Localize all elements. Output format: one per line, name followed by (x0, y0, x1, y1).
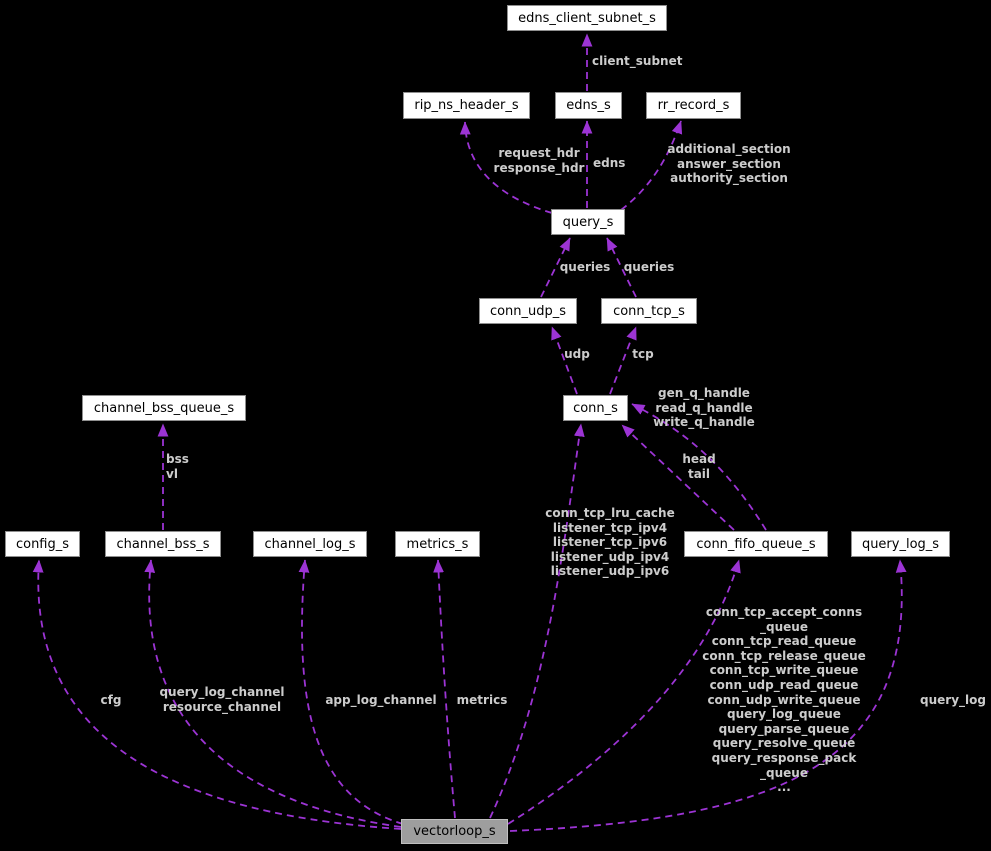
edge-label-udp: udp (564, 347, 590, 361)
edge-vectorloop-to-channel-bss (144, 559, 402, 828)
node-conn-fifo-queue-s[interactable]: conn_fifo_queue_s (684, 531, 828, 557)
node-rr-record-s[interactable]: rr_record_s (646, 92, 741, 119)
node-metrics-s[interactable]: metrics_s (395, 531, 480, 557)
edge-label-sections: additional_section answer_section author… (667, 142, 791, 186)
edge-vectorloop-to-conn (489, 423, 585, 819)
edge-label-queues: conn_tcp_accept_conns _queue conn_tcp_re… (702, 605, 866, 795)
node-query-s[interactable]: query_s (551, 209, 625, 235)
edge-label-tcp: tcp (632, 347, 654, 361)
edge-label-listeners: conn_tcp_lru_cache listener_tcp_ipv4 lis… (545, 506, 675, 579)
edge-label-channels: query_log_channel resource_channel (159, 685, 285, 714)
edge-vectorloop-to-metrics (433, 559, 456, 819)
edge-conn-fifo-queue-to-conn-q-handles (631, 403, 767, 531)
edge-vectorloop-to-channel-log (298, 559, 404, 825)
node-config-s[interactable]: config_s (5, 531, 80, 557)
edge-label-request-response-hdr: request_hdr response_hdr (493, 146, 585, 175)
node-conn-s[interactable]: conn_s (563, 395, 628, 421)
edge-label-metrics: metrics (456, 693, 508, 707)
node-conn-udp-s[interactable]: conn_udp_s (479, 298, 577, 324)
edge-query-to-rip-ns-header (459, 121, 553, 214)
edge-label-query-log: query_log (920, 693, 986, 707)
node-vectorloop-s[interactable]: vectorloop_s (401, 819, 508, 844)
node-conn-tcp-s[interactable]: conn_tcp_s (601, 298, 697, 324)
node-channel-bss-s[interactable]: channel_bss_s (105, 531, 221, 557)
node-channel-bss-queue-s[interactable]: channel_bss_queue_s (82, 395, 246, 421)
edge-label-head-tail: head tail (682, 452, 716, 481)
edge-vectorloop-to-config (32, 559, 402, 830)
edge-label-queries-udp: queries (559, 260, 611, 274)
edge-label-cfg: cfg (100, 693, 122, 707)
edge-query-to-rr-record (620, 120, 683, 211)
node-rip-ns-header-s[interactable]: rip_ns_header_s (403, 92, 530, 119)
edge-conn-udp-to-query (540, 237, 571, 298)
edge-label-bss-vl: bss vl (166, 452, 189, 481)
node-channel-log-s[interactable]: channel_log_s (253, 531, 367, 557)
node-edns-s[interactable]: edns_s (555, 92, 622, 119)
edge-conn-fifo-queue-to-conn-head-tail (621, 424, 735, 531)
edge-label-q-handles: gen_q_handle read_q_handle write_q_handl… (653, 386, 755, 430)
node-edns-client-subnet-s[interactable]: edns_client_subnet_s (507, 5, 667, 31)
edge-label-client-subnet: client_subnet (592, 54, 683, 68)
edge-vectorloop-to-query-log (509, 559, 907, 832)
edge-conn-tcp-to-query (606, 237, 637, 298)
node-query-log-s[interactable]: query_log_s (851, 531, 950, 557)
edge-label-app-log-channel: app_log_channel (325, 693, 437, 707)
edge-label-queries-tcp: queries (623, 260, 675, 274)
edge-label-edns: edns (593, 156, 626, 170)
